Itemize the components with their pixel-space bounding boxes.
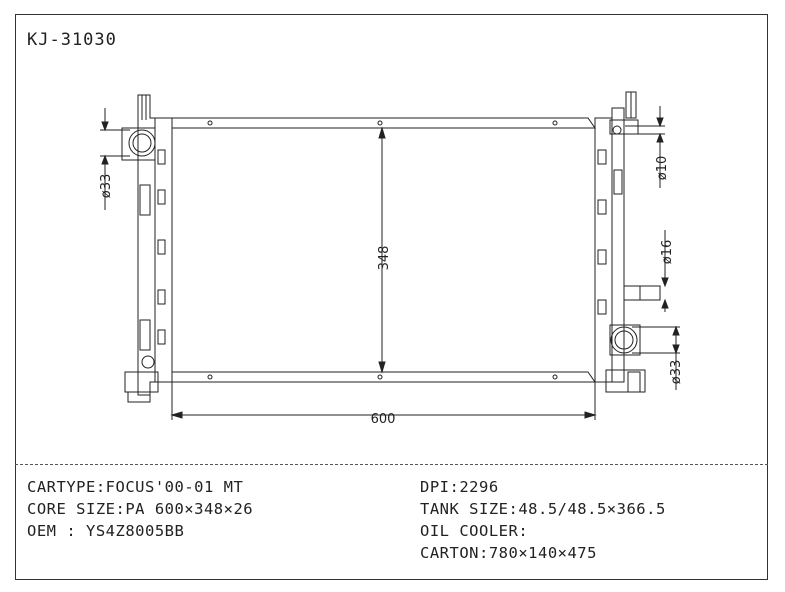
core-bottom-rail bbox=[171, 371, 596, 383]
spec-carton: CARTON:780×140×475 bbox=[420, 544, 597, 562]
spec-divider bbox=[15, 464, 768, 465]
spec-tank-size: TANK SIZE:48.5/48.5×366.5 bbox=[420, 500, 666, 518]
width-dimension: 600 bbox=[371, 412, 396, 427]
spec-oil-cooler: OIL COOLER: bbox=[420, 522, 529, 540]
spec-cartype: CARTYPE:FOCUS'00-01 MT bbox=[27, 478, 244, 496]
outlet-diameter: ø33 bbox=[669, 360, 684, 385]
core-top-rail bbox=[171, 117, 596, 129]
spec-oem: OEM : YS4Z8005BB bbox=[27, 522, 185, 540]
right-tank bbox=[594, 91, 661, 393]
height-dimension: 348 bbox=[377, 246, 392, 271]
cooler-port-diameter: ø16 bbox=[660, 240, 675, 265]
small-port-diameter: ø10 bbox=[655, 156, 670, 181]
spec-dpi: DPI:2296 bbox=[420, 478, 499, 496]
model-code: KJ-31030 bbox=[27, 30, 117, 50]
drawing-frame bbox=[15, 14, 768, 580]
left-tank bbox=[121, 94, 173, 403]
inlet-diameter: ø33 bbox=[99, 174, 114, 199]
spec-core-size: CORE SIZE:PA 600×348×26 bbox=[27, 500, 254, 518]
